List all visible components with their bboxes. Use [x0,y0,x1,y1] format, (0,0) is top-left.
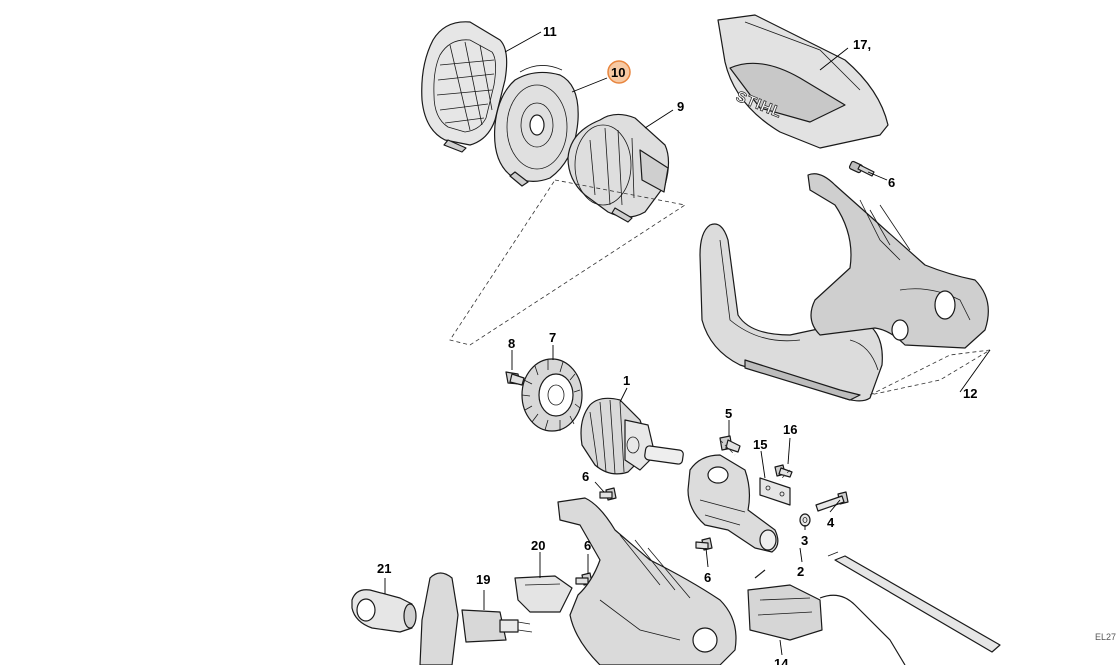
callout-5[interactable]: 5 [725,406,732,421]
callout-14[interactable]: 14 [774,656,789,665]
callout-3[interactable]: 3 [801,533,808,548]
callout-8[interactable]: 8 [508,336,515,351]
left-housing-strip[interactable] [419,572,459,665]
part-11-fan-cover[interactable] [421,21,508,153]
part-17-top-cover[interactable]: STIHL [717,14,889,149]
callout-12[interactable]: 12 [963,386,977,401]
callout-labels: 11 10 9 17, 6 12 8 7 1 5 16 15 6 4 3 2 2… [377,24,977,665]
callout-19[interactable]: 19 [476,572,490,587]
callout-20[interactable]: 20 [531,538,545,553]
callout-10[interactable]: 10 [611,65,625,80]
part-1-motor[interactable] [580,397,684,475]
callout-17[interactable]: 17, [853,37,871,52]
part-14-switch[interactable] [747,569,906,665]
part-5-screw[interactable] [719,435,741,453]
part-4-long-screw[interactable] [815,491,849,512]
part-2-shaft[interactable] [827,551,1001,653]
part-10-fan-housing[interactable] [493,65,579,187]
part-7-fan-wheel[interactable] [521,358,583,432]
assembly-guide-screws [719,439,791,481]
part-6-screw-gear[interactable] [695,537,713,551]
callout-7[interactable]: 7 [549,330,556,345]
callout-9[interactable]: 9 [677,99,684,114]
callout-15[interactable]: 15 [753,437,767,452]
part-21-grommet[interactable] [351,589,417,633]
callout-10-highlight [607,60,631,84]
callout-16[interactable]: 16 [783,422,797,437]
callout-21[interactable]: 21 [377,561,391,576]
callout-1[interactable]: 1 [623,373,630,388]
assembly-guide-upper [449,179,687,346]
callout-6-lower[interactable]: 6 [584,538,591,553]
part-6-screw-upper[interactable] [848,160,875,177]
gear-housing[interactable] [687,454,779,553]
part-19-socket[interactable] [461,609,533,643]
part-16-screw[interactable] [774,464,793,478]
part-3-washer[interactable] [799,513,811,527]
part-9-fan-shroud[interactable] [567,113,670,223]
part-15-bracket[interactable] [759,477,791,506]
part-12-handle-housing[interactable] [699,173,989,402]
part-8-screw[interactable] [505,371,525,386]
callout-2[interactable]: 2 [797,564,804,579]
part-20-clip[interactable] [514,575,573,613]
callout-4[interactable]: 4 [827,515,835,530]
left-handle-housing[interactable] [557,497,737,665]
leader-lines [384,31,991,656]
callout-6-gear[interactable]: 6 [704,570,711,585]
part-6-screw-middle[interactable] [599,487,617,501]
diagram-watermark: EL27 [1095,632,1116,642]
callout-6-middle[interactable]: 6 [582,469,589,484]
callout-11[interactable]: 11 [543,24,557,39]
callout-6-upper[interactable]: 6 [888,175,895,190]
